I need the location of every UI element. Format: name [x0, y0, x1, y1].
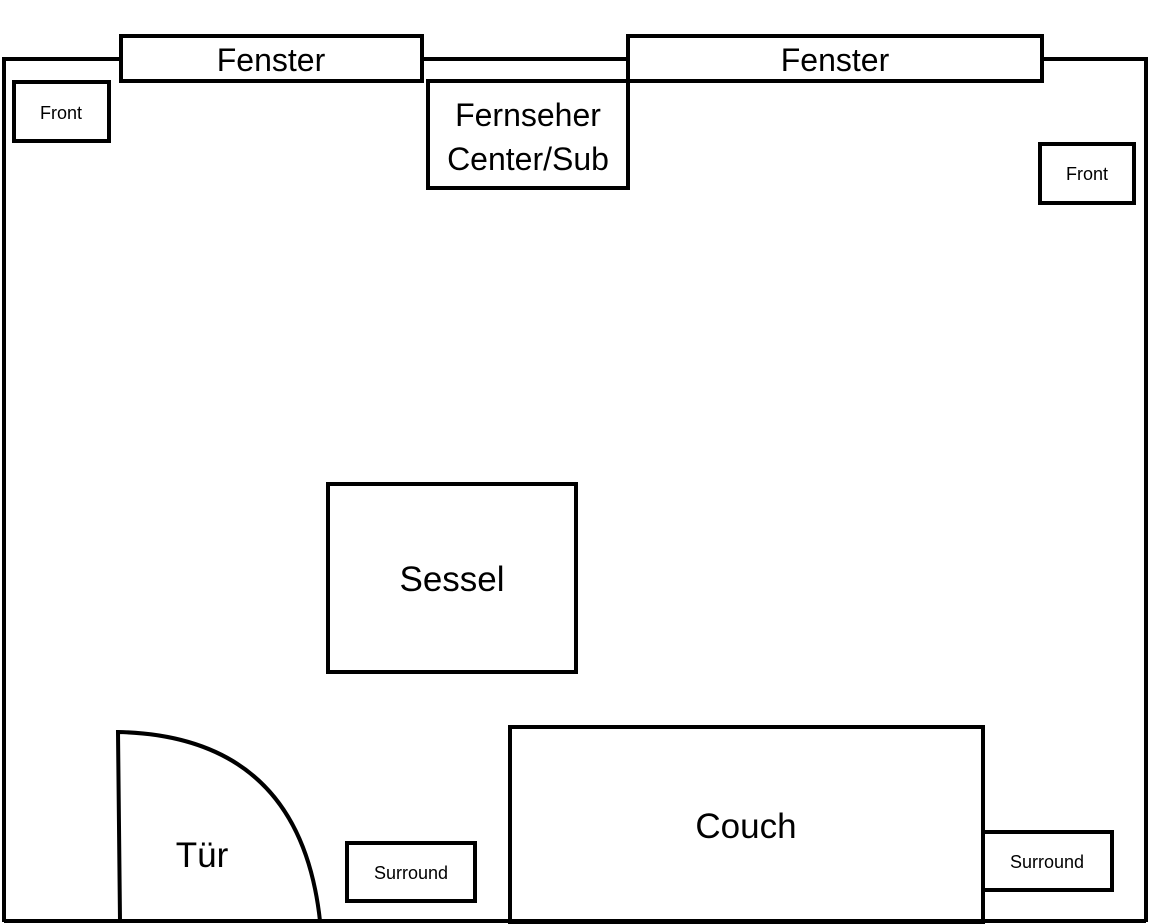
speaker-surround-right: Surround [981, 830, 1114, 892]
speaker-front-left: Front [12, 80, 111, 143]
tv-label-line1: Fernseher [455, 97, 601, 133]
wall-right [1043, 57, 1148, 922]
window-right-frame [626, 34, 1044, 83]
couch: Couch [508, 725, 985, 924]
window-right-label: Fenster [781, 42, 890, 78]
tv-label-line2: Center/Sub [447, 141, 609, 177]
speaker-front-left-box [12, 80, 111, 143]
window-left-label: Fenster [217, 42, 326, 78]
speaker-surround-left-box [345, 841, 477, 903]
door-label: Tür [176, 836, 229, 875]
tv-box [426, 79, 630, 190]
speaker-surround-left: Surround [345, 841, 477, 903]
armchair: Sessel [326, 482, 578, 674]
window-left: Fenster [119, 34, 424, 83]
speaker-surround-right-box [981, 830, 1114, 892]
couch-box [508, 725, 985, 924]
speaker-front-right: Front [1038, 142, 1136, 205]
wall-left-top [2, 57, 122, 922]
speaker-front-right-box [1038, 142, 1136, 205]
window-right: Fenster [626, 34, 1044, 83]
window-left-frame [119, 34, 424, 83]
couch-label: Couch [695, 807, 796, 846]
tv-center-sub: Fernseher Center/Sub [426, 79, 630, 190]
door-swing-arc [115, 729, 323, 923]
speaker-surround-left-label: Surround [374, 863, 448, 883]
door: Tür [115, 729, 323, 923]
speaker-front-left-label: Front [40, 103, 82, 123]
armchair-box [326, 482, 578, 674]
speaker-surround-right-label: Surround [1010, 852, 1084, 872]
speaker-front-right-label: Front [1066, 164, 1108, 184]
armchair-label: Sessel [399, 560, 504, 599]
